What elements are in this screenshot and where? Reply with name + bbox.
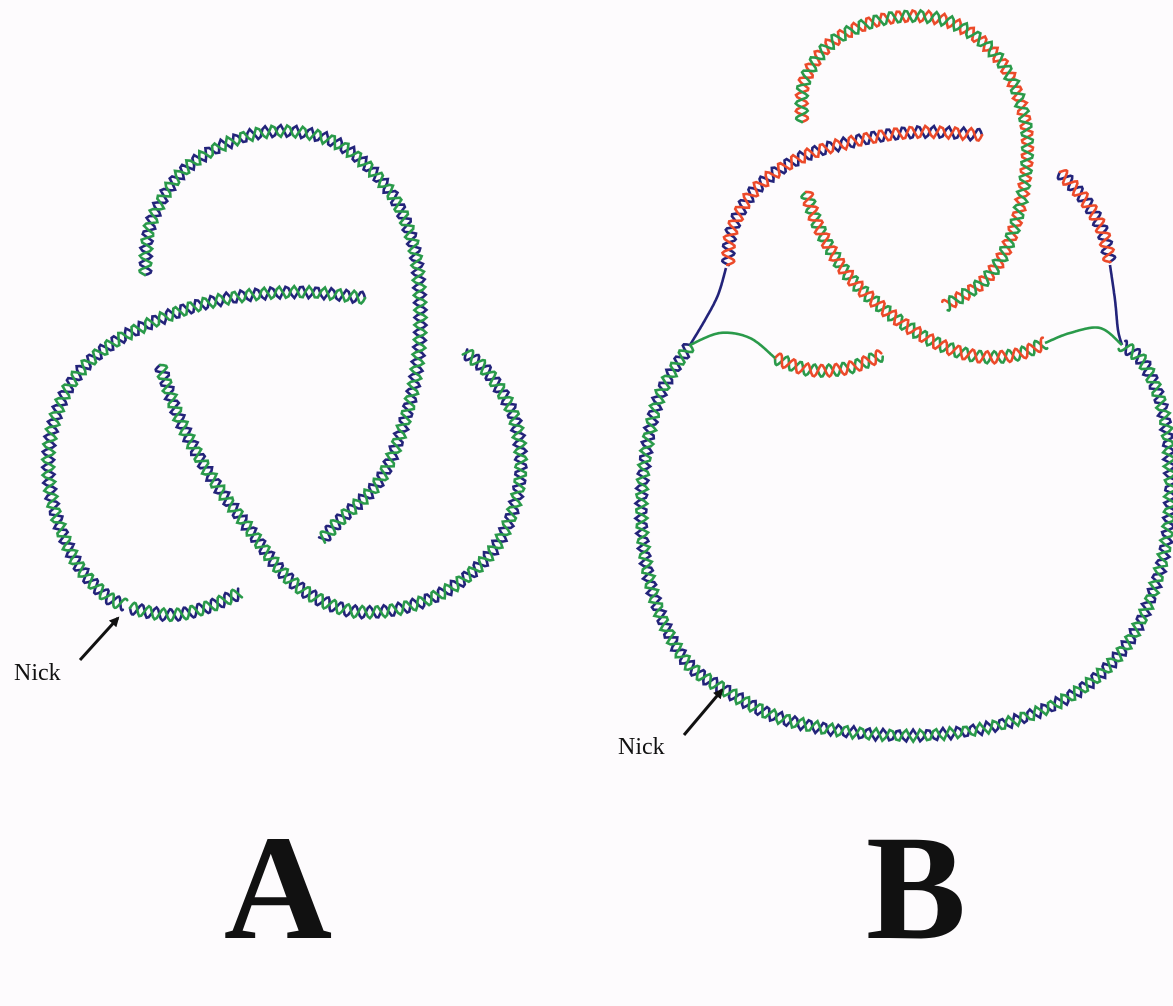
helix-strand [1056,170,1117,264]
helix-strand [1058,168,1116,264]
nick-arrow-a [78,616,120,662]
helix-strand [137,123,429,544]
helix-strand [634,343,1173,744]
panel-label-a: A [224,805,332,971]
panel-a: Nick A [14,123,529,971]
helix-strand [40,283,367,610]
helix-segment [633,339,1173,744]
helix-strand [720,124,984,267]
linker-strand [689,331,776,359]
linker-strand [1108,264,1124,346]
panel-label-b: B [866,805,966,971]
nick-pointer-a: Nick [14,616,120,686]
complex-knot-diagram [633,8,1173,744]
nick-label-a: Nick [14,660,61,686]
helix-segment [40,283,367,612]
helix-segment [128,587,244,623]
helix-segment [720,124,984,267]
linker-strand [1044,326,1123,346]
helix-strand [800,190,1049,365]
nick-pointer-b: Nick [618,688,724,760]
helix-segment [773,349,884,379]
helix-segment [800,190,1049,365]
nick-label-b: Nick [618,734,665,760]
helix-segment [793,8,1035,312]
helix-segment [1056,168,1117,264]
helix-strand [156,348,529,621]
helix-strand [793,8,1035,312]
trefoil-knot-diagram [40,123,529,623]
helix-segment [154,348,529,621]
helix-strand [773,349,883,379]
nick-arrow-b [682,688,724,736]
helix-strand [128,588,244,623]
panel-b: Nick B [618,8,1173,971]
helix-strand [773,352,884,379]
linker-strand [688,267,728,346]
helix-strand [633,339,1173,744]
helix-strand [802,190,1045,365]
helix-segment [137,123,429,544]
helix-strand [40,285,367,612]
helix-strand [720,124,984,267]
helix-strand [154,348,529,620]
